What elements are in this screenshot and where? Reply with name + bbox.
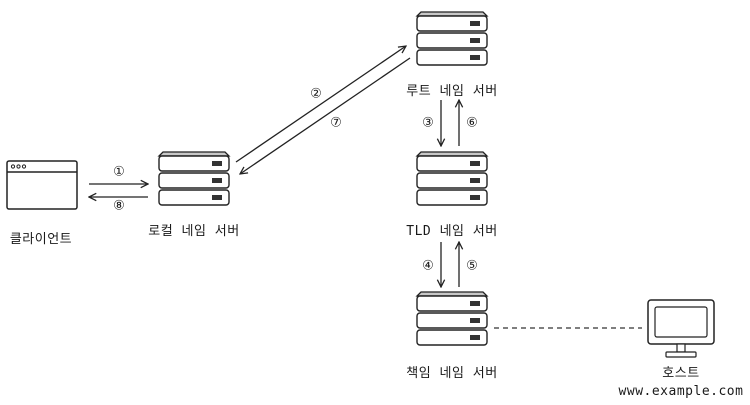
step-2-label: ② [310,86,322,102]
root-name-server-label: 루트 네임 서버 [406,84,498,99]
step-1-label: ① [113,164,125,180]
step-5-label: ⑤ [466,258,478,274]
arrow-step-2 [235,46,406,163]
step-6-label: ⑥ [466,115,478,131]
client-window-icon [6,160,78,210]
host-monitor-icon [647,299,715,358]
client-label: 클라이언트 [9,232,73,247]
local-name-server-label: 로컬 네임 서버 [148,224,240,239]
authoritative-name-server-label: 책임 네임 서버 [406,366,498,381]
host-label: 호스트 [662,366,700,381]
step-4-label: ④ [422,258,434,274]
tld-name-server-label: TLD 네임 서버 [406,224,498,239]
tld-name-server-icon [416,151,488,206]
step-7-label: ⑦ [330,115,342,131]
root-name-server-icon [416,11,488,66]
step-8-label: ⑧ [113,198,125,214]
host-domain-label: www.example.com [618,384,744,399]
step-3-label: ③ [422,115,434,131]
authoritative-name-server-icon [416,291,488,346]
arrow-step-7 [240,57,411,174]
local-name-server-icon [158,151,230,206]
